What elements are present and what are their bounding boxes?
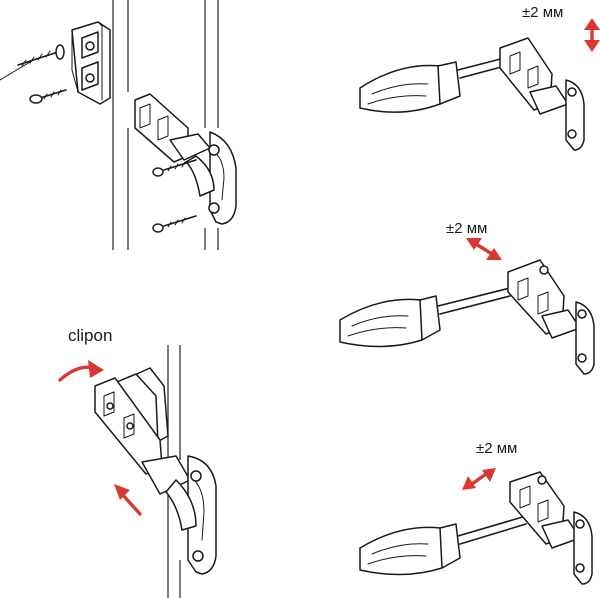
straight-arrow-icon: [114, 484, 142, 516]
screw: [152, 159, 197, 177]
hinge-vertical: [499, 37, 585, 151]
adjust-depth-label: ±2 мм: [446, 220, 488, 237]
double-arrow-diagonal-icon: [462, 468, 496, 490]
double-arrow-vertical-icon: [584, 18, 600, 52]
screw: [17, 44, 65, 67]
cabinet-wall: [0, 0, 219, 250]
hinge-depth: [507, 259, 595, 375]
step-adjust-side-panel: [359, 468, 593, 585]
screwdriver: [359, 515, 527, 576]
mounting-plate: [71, 21, 111, 105]
screwdriver: [359, 53, 521, 113]
step-adjust-depth-panel: [339, 238, 595, 375]
adjust-vertical-label: ±2 мм: [522, 4, 564, 21]
hinge-mounted: [134, 93, 237, 225]
hinge-side: [509, 471, 593, 585]
double-arrow-diagonal-icon: [466, 238, 502, 260]
screw: [152, 215, 197, 233]
screw: [29, 89, 67, 104]
screwdriver: [339, 287, 511, 348]
step-adjust-vertical-panel: [359, 18, 600, 151]
step-clipon-panel: [58, 345, 217, 598]
adjust-side-label: ±2 мм: [476, 440, 518, 457]
hinge-clipon: [94, 367, 217, 575]
clipon-label: clipon: [68, 326, 113, 345]
step-mount-panel: [0, 0, 237, 250]
curved-arrow-icon: [58, 360, 104, 382]
